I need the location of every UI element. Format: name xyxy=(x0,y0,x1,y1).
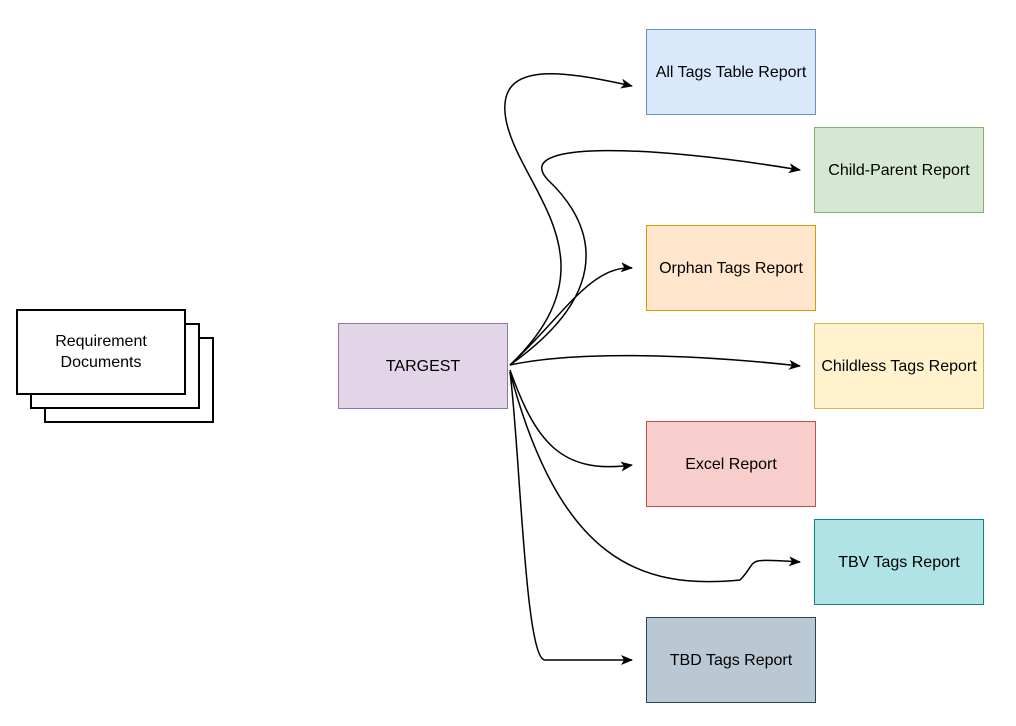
edge-to-excel-report xyxy=(509,369,633,472)
child-parent-report-node[interactable]: Child-Parent Report xyxy=(814,127,984,213)
edge-to-orphan-tags-report xyxy=(509,262,633,366)
tbv-tags-report-node[interactable]: TBV Tags Report xyxy=(814,519,984,605)
tbd-tags-report-node[interactable]: TBD Tags Report xyxy=(646,617,816,703)
edge-to-child-parent-report xyxy=(509,149,801,366)
childless-tags-report-node[interactable]: Childless Tags Report xyxy=(814,323,984,409)
targest-node[interactable]: TARGEST xyxy=(338,323,508,409)
requirement-documents-stack[interactable]: Requirement Documents xyxy=(16,309,216,424)
edge-to-tbv-tags-report xyxy=(509,371,801,583)
document-sheet-front: Requirement Documents xyxy=(16,309,186,395)
all-tags-table-report-node[interactable]: All Tags Table Report xyxy=(646,29,816,115)
orphan-tags-report-node[interactable]: Orphan Tags Report xyxy=(646,225,816,311)
excel-report-node[interactable]: Excel Report xyxy=(646,421,816,507)
edge-to-tbd-tags-report xyxy=(509,371,633,665)
edge-to-childless-tags-report xyxy=(509,354,801,370)
edge-to-all-tags-table-report xyxy=(504,73,633,366)
